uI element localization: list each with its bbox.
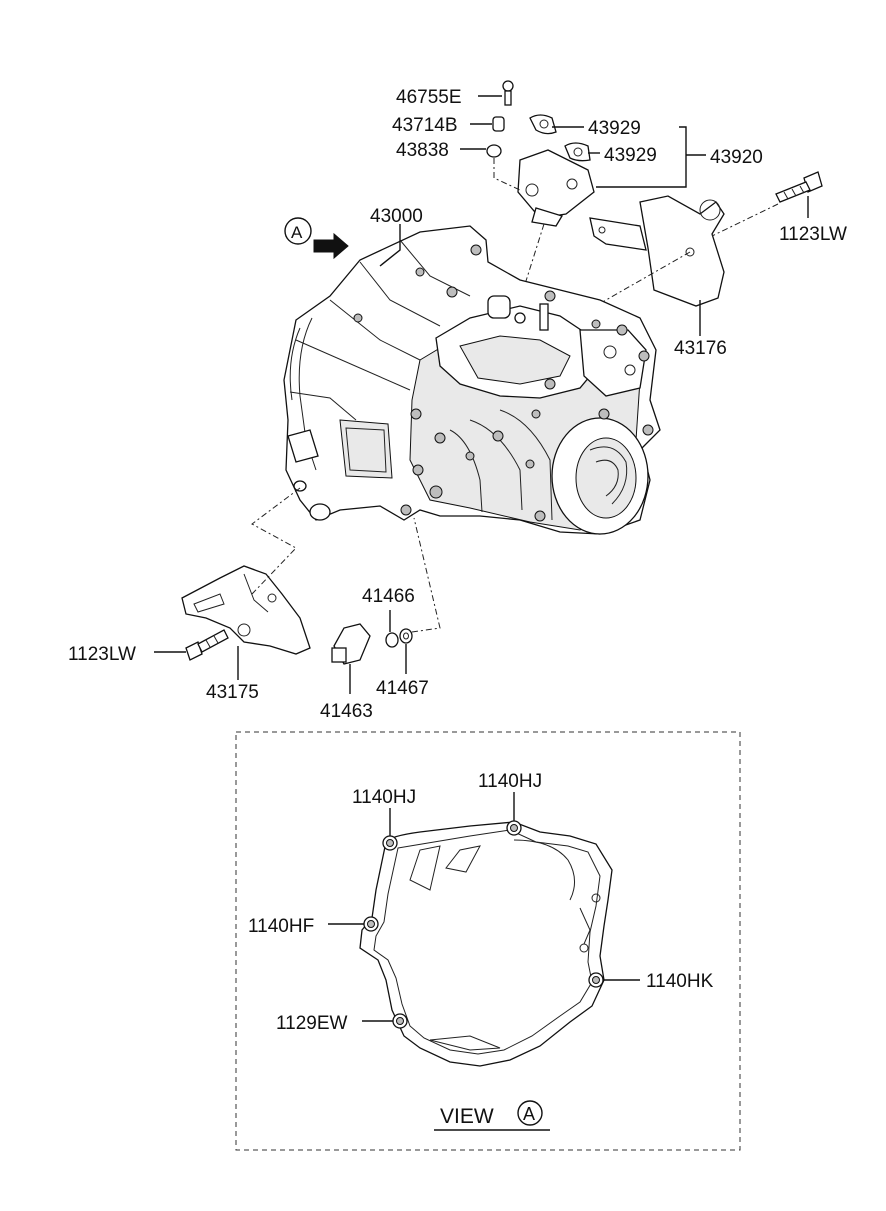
label-41466: 41466 — [362, 586, 415, 607]
switch-41463[interactable] — [331, 623, 371, 665]
washer-41467[interactable] — [399, 628, 413, 644]
label-43000: 43000 — [370, 206, 423, 227]
bolt-1140HF[interactable] — [363, 916, 379, 932]
bolt-1140HK[interactable] — [588, 972, 604, 988]
mount-bracket-43176[interactable] — [589, 195, 725, 307]
label-43838: 43838 — [396, 140, 449, 161]
label-1129EW: 1129EW — [276, 1013, 348, 1034]
label-1140HF: 1140HF — [248, 916, 314, 937]
label-41463: 41463 — [320, 701, 373, 722]
view-marker-bottom: A — [523, 1104, 535, 1124]
bolt-1140HJ-right[interactable] — [506, 820, 522, 836]
label-1140HJ-right: 1140HJ — [478, 771, 542, 792]
label-43175: 43175 — [206, 682, 259, 703]
label-1140HJ-left: 1140HJ — [352, 787, 416, 808]
label-43920: 43920 — [710, 147, 763, 168]
view-a-frame — [235, 731, 741, 1151]
mount-bracket-43175[interactable] — [181, 565, 311, 655]
label-43929-upper: 43929 — [588, 118, 641, 139]
label-43176: 43176 — [674, 338, 727, 359]
label-46755E: 46755E — [396, 87, 462, 108]
view-marker-top: A — [291, 223, 303, 242]
label-1140HK: 1140HK — [646, 971, 714, 992]
bolt-1129EW[interactable] — [392, 1013, 408, 1029]
label-41467: 41467 — [376, 678, 429, 699]
transaxle-assembly-43000[interactable] — [283, 225, 661, 535]
washer-43838[interactable] — [486, 144, 502, 158]
view-arrow-a — [284, 217, 349, 260]
label-1123LW-left: 1123LW — [68, 644, 136, 665]
bell-housing-flange — [359, 821, 613, 1067]
bolt-1123LW-left[interactable] — [185, 629, 229, 661]
bolt-46755E[interactable] — [502, 80, 514, 106]
bushing-43714B[interactable] — [492, 116, 505, 132]
label-43714B: 43714B — [392, 115, 458, 136]
cable-bracket[interactable] — [517, 149, 595, 227]
clip-43929-upper[interactable] — [529, 114, 557, 135]
nut-41466[interactable] — [385, 632, 399, 648]
bolt-1123LW-right[interactable] — [775, 171, 823, 203]
label-43929-lower: 43929 — [604, 145, 657, 166]
view-label: VIEW — [440, 1105, 494, 1128]
bolt-1140HJ-left[interactable] — [382, 835, 398, 851]
label-1123LW-right: 1123LW — [779, 224, 847, 245]
clip-43929-lower[interactable] — [564, 142, 591, 162]
